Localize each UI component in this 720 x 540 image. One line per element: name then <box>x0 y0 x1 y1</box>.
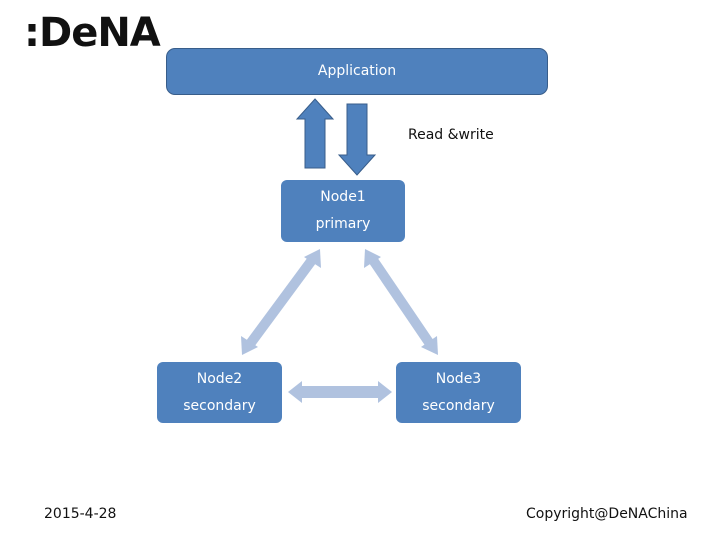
node1-box: Node1 primary <box>281 180 405 242</box>
replication-arrow-node1-node3 <box>364 249 438 355</box>
node-role: secondary <box>183 397 256 414</box>
up-arrow-icon <box>295 98 335 169</box>
replication-arrow-node2-node3 <box>288 381 392 403</box>
node-name: Node3 <box>435 370 482 387</box>
read-write-label: Read &write <box>408 127 494 143</box>
footer-date: 2015-4-28 <box>44 506 117 522</box>
replication-arrow-node1-node2 <box>241 249 321 355</box>
application-label: Application <box>317 63 397 79</box>
node2-box: Node2 secondary <box>157 362 282 423</box>
down-arrow-icon <box>337 103 377 176</box>
node-name: Node1 <box>320 189 366 205</box>
node-role: primary <box>315 216 371 232</box>
dena-logo: :DeNA <box>24 10 161 56</box>
application-box: Application <box>166 48 548 95</box>
node3-box: Node3 secondary <box>396 362 521 423</box>
node-role: secondary <box>422 397 495 414</box>
node-name: Node2 <box>196 370 243 387</box>
footer-copyright: Copyright@DeNAChina <box>526 506 688 522</box>
